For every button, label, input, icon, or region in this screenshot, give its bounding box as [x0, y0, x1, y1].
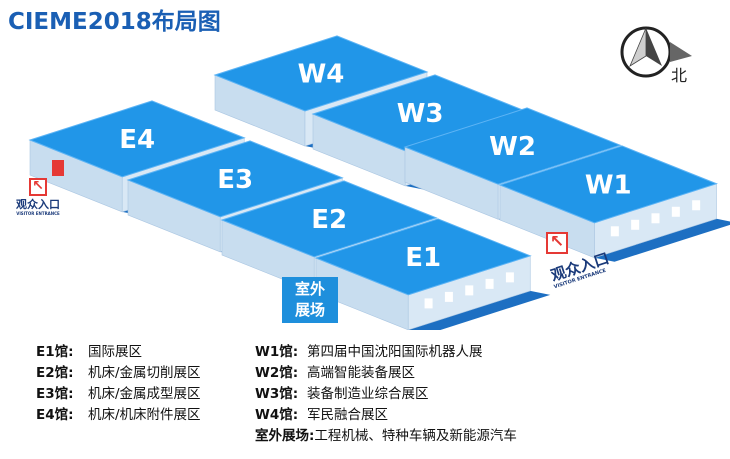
legend-row: 室外展场:工程机械、特种车辆及新能源汽车 [255, 426, 517, 447]
legend-key: E3馆: [36, 386, 74, 402]
hall-roof [498, 145, 718, 224]
legend-east-halls: E1馆: 国际展区 E2馆: 机床/金属切削展区 E3馆: 机床/金属成型展区 E4馆… [36, 342, 201, 426]
hall-window [610, 226, 619, 237]
hall-label: E3 [217, 165, 253, 195]
legend-value: 机床/机床附件展区 [88, 407, 201, 423]
hall-window [424, 298, 433, 309]
hall-label: E1 [405, 243, 441, 273]
legend-row: E3馆: 机床/金属成型展区 [36, 384, 201, 405]
hall-roof [403, 107, 622, 185]
legend-value: 工程机械、特种车辆及新能源汽车 [314, 428, 517, 444]
hall-roof [220, 180, 438, 258]
legend-value: 装备制造业综合展区 [307, 386, 429, 402]
page-title: CIEME2018布局图 [8, 9, 221, 35]
hall-roof [213, 35, 429, 112]
hall-roof [314, 218, 532, 296]
hall-label: W1 [585, 170, 632, 200]
legend-key: W4馆: [255, 407, 299, 423]
hall-e1[interactable]: E1 [314, 218, 551, 330]
legend-value: 机床/金属成型展区 [88, 386, 201, 402]
hall-window [444, 291, 453, 302]
entrance-label: 观众入口 [16, 198, 60, 211]
hall-w1[interactable]: W1 [498, 145, 730, 262]
hall-window [692, 200, 701, 211]
hall-window [671, 206, 680, 217]
hall-roof [126, 140, 344, 218]
hall-shadow [408, 290, 551, 330]
legend-key: W2馆: [255, 365, 299, 381]
outdoor-label-line2: 展场 [294, 301, 325, 319]
legend-row: W3馆: 装备制造业综合展区 [255, 384, 517, 405]
legend-west-halls: W1馆: 第四届中国沈阳国际机器人展 W2馆: 高端智能装备展区 W3馆: 装备制造业… [255, 342, 517, 447]
legend-key: 室外展场: [255, 428, 315, 444]
compass-icon [620, 26, 692, 78]
legend-value: 国际展区 [88, 344, 142, 360]
legend-row: E1馆: 国际展区 [36, 342, 201, 363]
hall-window [651, 213, 660, 224]
legend-value: 机床/金属切削展区 [88, 365, 201, 381]
hall-roof [28, 100, 246, 178]
entrance-label-en: VISITOR ENTRANCE [16, 211, 60, 216]
hall-label: E4 [119, 125, 155, 155]
outdoor-exhibition-area[interactable]: 室外 展场 [282, 277, 338, 323]
hall-window [485, 278, 494, 289]
legend-key: W1馆: [255, 344, 299, 360]
legend-value: 军民融合展区 [307, 407, 388, 423]
entrance-arrow-icon [29, 178, 47, 196]
hall-label: W3 [397, 99, 444, 129]
hall-shadow [594, 218, 730, 262]
legend-row: E4馆: 机床/机床附件展区 [36, 405, 201, 426]
hall-label: W2 [489, 132, 536, 162]
legend-value: 第四届中国沈阳国际机器人展 [307, 344, 483, 360]
legend-row: W1馆: 第四届中国沈阳国际机器人展 [255, 342, 517, 363]
visitor-entrance-east[interactable]: 观众入口 VISITOR ENTRANCE [538, 232, 622, 290]
outdoor-label-line1: 室外 [294, 280, 325, 298]
hall-label: E2 [311, 205, 347, 235]
entrance-door-marker [52, 160, 64, 176]
legend-key: E4馆: [36, 407, 74, 423]
hall-window [631, 219, 640, 230]
legend-row: E2馆: 机床/金属切削展区 [36, 363, 201, 384]
legend-key: E2馆: [36, 365, 74, 381]
hall-window [505, 272, 514, 283]
legend-key: E1馆: [36, 344, 74, 360]
visitor-entrance-west[interactable]: 观众入口 VISITOR ENTRANCE [10, 178, 66, 216]
hall-window [465, 285, 474, 296]
hall-label: W4 [298, 59, 345, 89]
entrance-arrow-icon [546, 232, 568, 254]
north-label: 北 [671, 66, 688, 85]
legend-value: 高端智能装备展区 [307, 365, 415, 381]
legend-key: W3馆: [255, 386, 299, 402]
legend-row: W4馆: 军民融合展区 [255, 405, 517, 426]
legend-row: W2馆: 高端智能装备展区 [255, 363, 517, 384]
